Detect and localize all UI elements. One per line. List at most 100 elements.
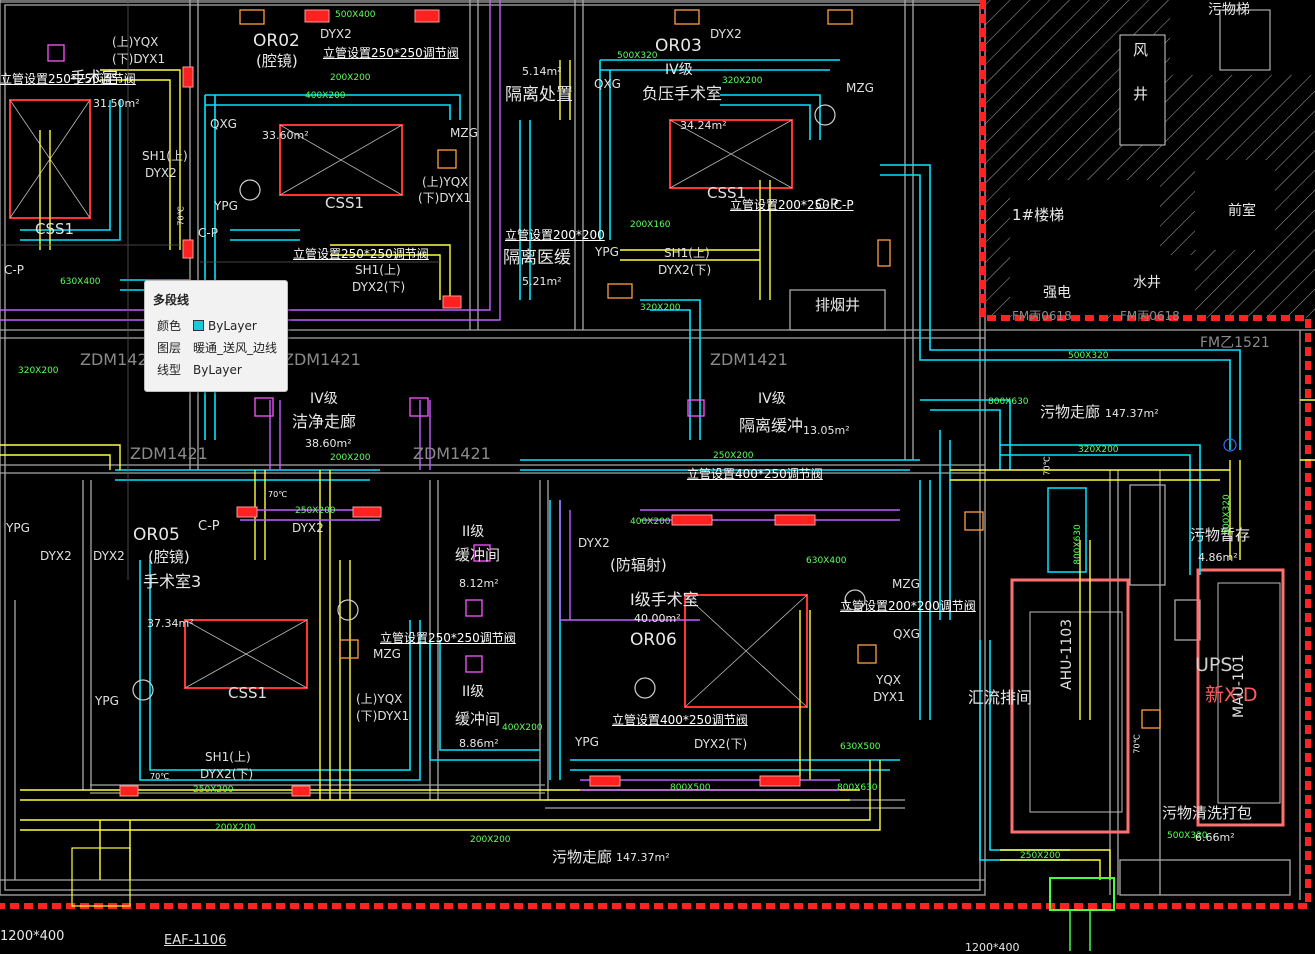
code-ypg: YPG [575,735,599,749]
duct-size: 400X200 [305,91,346,101]
duct-size: 800X500 [670,783,711,793]
room-label-or01-area: 31.50m² [93,97,140,110]
damper-note: 立管设置200*200调节阀 [840,599,976,613]
room-label-air-shaft-a: 风 [1133,41,1149,59]
code-dyx2: DYX2 [93,549,125,563]
duct-size: 250X200 [193,785,234,795]
tooltip-title: 多段线 [153,293,190,307]
fire-temp: 70℃ [268,490,288,499]
room-label-or03-area: 34.24m² [680,119,727,132]
duct-size: 400X200 [502,723,543,733]
laminar-flow-ceilings [9,99,808,708]
code-css1: CSS1 [35,220,75,238]
tooltip-linetype-key: 线型 [157,363,182,377]
damper-note: 立管设置400*250调节阀 [687,467,823,481]
damper-note: 立管设置250*250调节阀 [380,631,516,645]
room-label-clean-corridor-grade: IV级 [310,391,338,407]
duct-size: 200X200 [215,823,256,833]
damper-note: 立管设置200*200 [505,228,605,242]
air-handling-units [1010,487,1285,834]
room-label-isolation-buffer-area: 13.05m² [803,424,850,437]
fire-temp: 70℃ [1042,456,1052,476]
code-sh1-dyx2: DYX2(下) [352,280,406,294]
room-label-stair: 1#楼梯 [1012,206,1065,224]
room-label-exhaust-shaft: 排烟井 [815,296,861,314]
code-eaf: EAF-1106 [164,933,227,948]
damper-note: 立管设置250*250调节阀 [323,46,459,60]
room-label-or03: OR03 [655,36,702,56]
exhaust-grilles [239,9,1161,729]
code-ypg: YPG [214,199,238,213]
room-label-dirty-corridor-bottom-area: 147.37m² [616,851,670,864]
tooltip-linetype-row: 线型 ByLayer [157,361,242,378]
code-fm0618: FM丙0618 [1012,309,1072,323]
code-dyx2: DYX2 [710,27,742,41]
duct-size: 500X320 [1068,351,1109,361]
room-label-or03-grade: IV级 [665,62,693,78]
room-label-or05-name: 手术室3 [143,572,202,591]
code-ahu: AHU-1103 [1059,618,1075,690]
duct-size: 250X200 [1020,851,1061,861]
duct-size: 630X400 [806,556,847,566]
code-dyx1: (下)DYX1 [418,191,472,205]
duct-size: 630X500 [840,742,881,752]
tooltip-layer-row: 图层暖通_送风_边线 [157,339,277,356]
room-label-dirty-wash-area: 6.66m² [1195,831,1235,844]
room-label-buffer-a-grade: II级 [462,524,485,540]
code-ypg: YPG [6,521,30,535]
duct-size: 200X200 [330,453,371,463]
code-dyx2: DYX2 [292,521,324,535]
code-qxg: QXG [893,627,920,641]
tooltip-linetype-value: ByLayer [193,363,242,377]
room-label-buffer-b-grade: II级 [462,684,485,700]
building-walls [0,0,1315,900]
duct-size: 200X200 [330,73,371,83]
code-sh1: SH1(上) [142,149,188,163]
tooltip-layer-key: 图层 [157,341,182,355]
room-label-dirty-storage: 污物暂存 [1190,526,1251,544]
tooltip-layer-value: 暖通_送风_边线 [193,341,278,355]
code-ypg: YPG [95,694,119,708]
code-mzg: MZG [892,577,920,591]
duct-size: 630X400 [60,277,101,287]
code-fm1521: FM乙1521 [1200,335,1270,351]
duct-size: 1200*400 [0,929,65,944]
duct-size: 500X400 [335,10,376,20]
code-dyx2: DYX2(下) [694,737,748,751]
code-yqx: (上)YQX [112,35,159,49]
bottom-duct-outlets [71,399,1315,951]
fire-dampers [119,9,816,797]
room-label-dirty-corridor-bottom: 污物走廊 [552,848,613,866]
damper-note: 立管设置250*250调节阀 [0,72,136,86]
room-label-isolation-medic: 隔离医缓 [503,248,571,268]
code-dyx1: (下)DYX1 [356,709,410,723]
code-cp: C-P [815,197,839,213]
room-label-water-well: 水井 [1133,275,1161,291]
room-label-buffer-a: 缓冲间 [455,546,501,564]
room-label-electric-well: 强电 [1043,285,1071,301]
room-label-buffer-a-area: 8.12m² [459,577,499,590]
code-zdm1421: ZDM1421 [130,444,208,463]
grid-lines [0,0,440,580]
code-sh1: SH1(上) [664,246,710,260]
duct-size: 320X200 [640,303,681,313]
code-new-mark: 新X-D [1205,684,1258,706]
duct-size: 250X200 [713,451,754,461]
room-label-ups: UPS [1195,654,1233,676]
code-sh1: SH1(上) [205,750,251,764]
room-label-or06: OR06 [630,630,677,650]
code-mzg: MZG [373,647,401,661]
duct-size: 320X200 [1078,445,1119,455]
code-css1: CSS1 [325,194,365,212]
code-dyx1: (下)DYX1 [112,52,166,66]
fire-temp: 70℃ [150,772,170,781]
room-label-clean-corridor-area: 38.60m² [305,437,352,450]
code-qxg: QXG [594,77,621,91]
equipment-symbols [132,104,1237,701]
room-label-or03-name: 负压手术室 [642,84,723,103]
code-yqx: YQX [876,673,901,687]
code-css1: CSS1 [707,184,747,202]
room-label-confluence: 汇流排间 [968,688,1033,707]
